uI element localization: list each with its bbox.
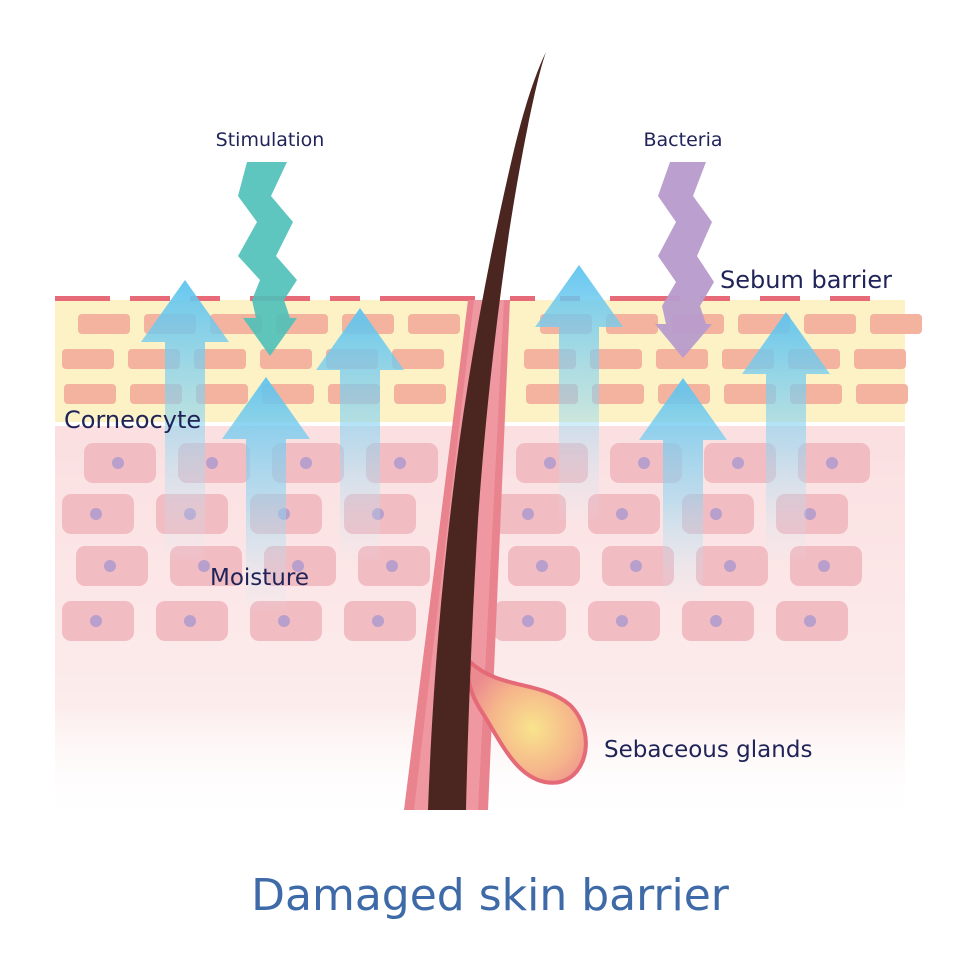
cell-nucleus xyxy=(522,508,534,520)
corneocyte-brick xyxy=(64,384,116,404)
sebaceous-gland xyxy=(465,657,588,785)
corneocyte-brick xyxy=(196,384,248,404)
cell-nucleus xyxy=(818,560,830,572)
moisture-arrow xyxy=(141,280,229,560)
cell-nucleus xyxy=(206,457,218,469)
corneocyte-brick xyxy=(856,384,908,404)
corneocyte-brick xyxy=(408,314,460,334)
corneocyte-brick xyxy=(854,349,906,369)
cell-nucleus xyxy=(616,615,628,627)
moisture-arrow xyxy=(316,308,404,560)
corneocyte-brick xyxy=(804,314,856,334)
cell-nucleus xyxy=(522,615,534,627)
cell-nucleus xyxy=(804,508,816,520)
moisture-label: Moisture xyxy=(210,565,309,591)
hair-shaft xyxy=(428,52,546,810)
cell-nucleus xyxy=(710,615,722,627)
cell-nucleus xyxy=(394,457,406,469)
moisture-arrow xyxy=(639,378,727,600)
corneocyte-brick xyxy=(592,384,644,404)
moisture-arrow xyxy=(535,265,623,520)
cell-nucleus xyxy=(90,615,102,627)
corneocyte-brick xyxy=(606,314,658,334)
cell-nucleus xyxy=(386,560,398,572)
moisture-arrow xyxy=(742,312,830,560)
sebaceous-glands-label: Sebaceous glands xyxy=(604,737,812,763)
stimulation-label: Stimulation xyxy=(216,129,325,151)
corneocyte-brick xyxy=(870,314,922,334)
cell-nucleus xyxy=(536,560,548,572)
cell-nucleus xyxy=(112,457,124,469)
cell-nucleus xyxy=(90,508,102,520)
cell-nucleus xyxy=(630,560,642,572)
corneocyte-brick xyxy=(62,349,114,369)
corneocyte-brick xyxy=(724,384,776,404)
corneocyte-brick xyxy=(590,349,642,369)
corneocyte-brick xyxy=(656,349,708,369)
cell-nucleus xyxy=(638,457,650,469)
cell-nucleus xyxy=(826,457,838,469)
cell-nucleus xyxy=(292,560,304,572)
corneocyte-label: Corneocyte xyxy=(64,406,201,434)
cell-nucleus xyxy=(372,615,384,627)
bacteria-label: Bacteria xyxy=(644,129,723,151)
cell-nucleus xyxy=(184,615,196,627)
cell-nucleus xyxy=(544,457,556,469)
cell-nucleus xyxy=(724,560,736,572)
cell-nucleus xyxy=(616,508,628,520)
cell-nucleus xyxy=(104,560,116,572)
corneocyte-brick xyxy=(194,349,246,369)
corneocyte-brick xyxy=(78,314,130,334)
cell-nucleus xyxy=(198,560,210,572)
corneocyte-brick xyxy=(394,384,446,404)
cell-nucleus xyxy=(710,508,722,520)
moisture-arrows xyxy=(141,265,830,610)
stimulation-arrow xyxy=(238,162,297,356)
cell-nucleus xyxy=(732,457,744,469)
cell-nucleus xyxy=(804,615,816,627)
cell-nucleus xyxy=(300,457,312,469)
cell-nucleus xyxy=(278,615,290,627)
epidermal-cells xyxy=(62,443,870,641)
bacteria-arrow xyxy=(655,162,714,358)
sebum-barrier-label: Sebum barrier xyxy=(720,266,892,294)
diagram-title: Damaged skin barrier xyxy=(251,870,730,921)
moisture-arrow xyxy=(222,377,310,610)
corneocyte-brick xyxy=(260,349,312,369)
corneocyte-brick xyxy=(392,349,444,369)
